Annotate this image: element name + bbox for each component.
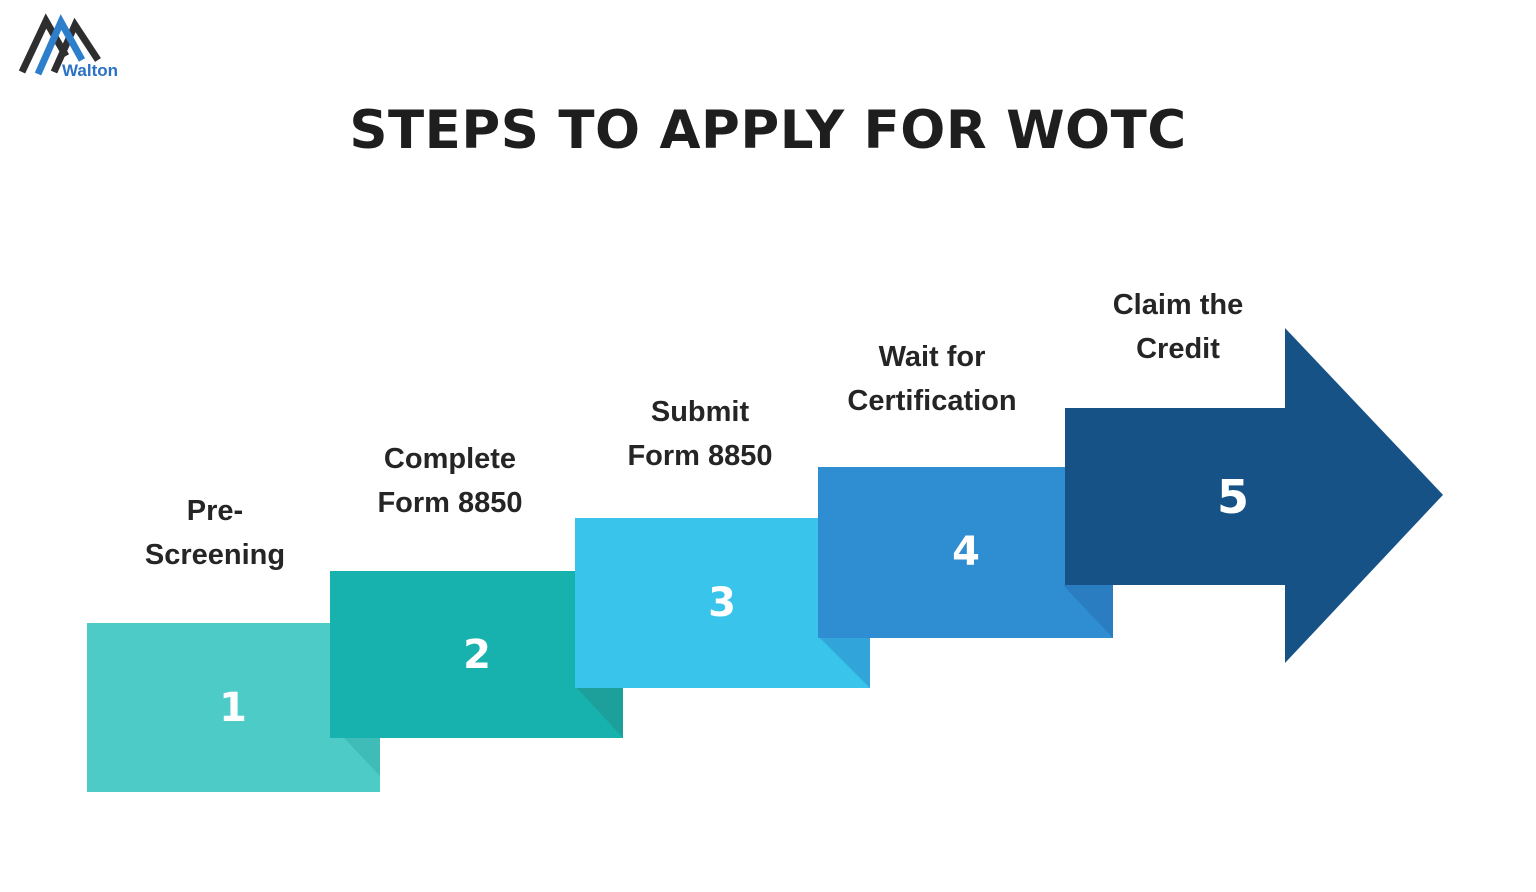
step-number-5: 5 [1216,470,1249,524]
step-label-3: Submit Form 8850 [627,396,773,472]
step-block-4 [818,467,1113,638]
step-label-4: Wait for Certification [847,341,1017,417]
logo-brand-text: Walton [62,61,118,80]
step-number-4: 4 [952,529,980,575]
step-block-5 [1065,408,1287,585]
arrow-head-icon [1285,328,1443,663]
step-number-2: 2 [463,632,491,678]
step-block-2 [330,571,623,738]
logo-middle-peak-icon [34,14,86,76]
logo-right-peak-icon [50,17,101,74]
walton-logo: Walton [18,13,118,80]
page-title: STEPS TO APPLY FOR WOTC [349,100,1187,161]
step-number-3: 3 [708,580,736,626]
step-label-1: Pre- Screening [144,495,286,571]
step-label-5: Claim the Credit [1112,289,1244,365]
step-number-1: 1 [219,685,247,731]
step-label-2: Complete Form 8850 [377,443,523,519]
logo-left-peak-icon [18,13,70,74]
